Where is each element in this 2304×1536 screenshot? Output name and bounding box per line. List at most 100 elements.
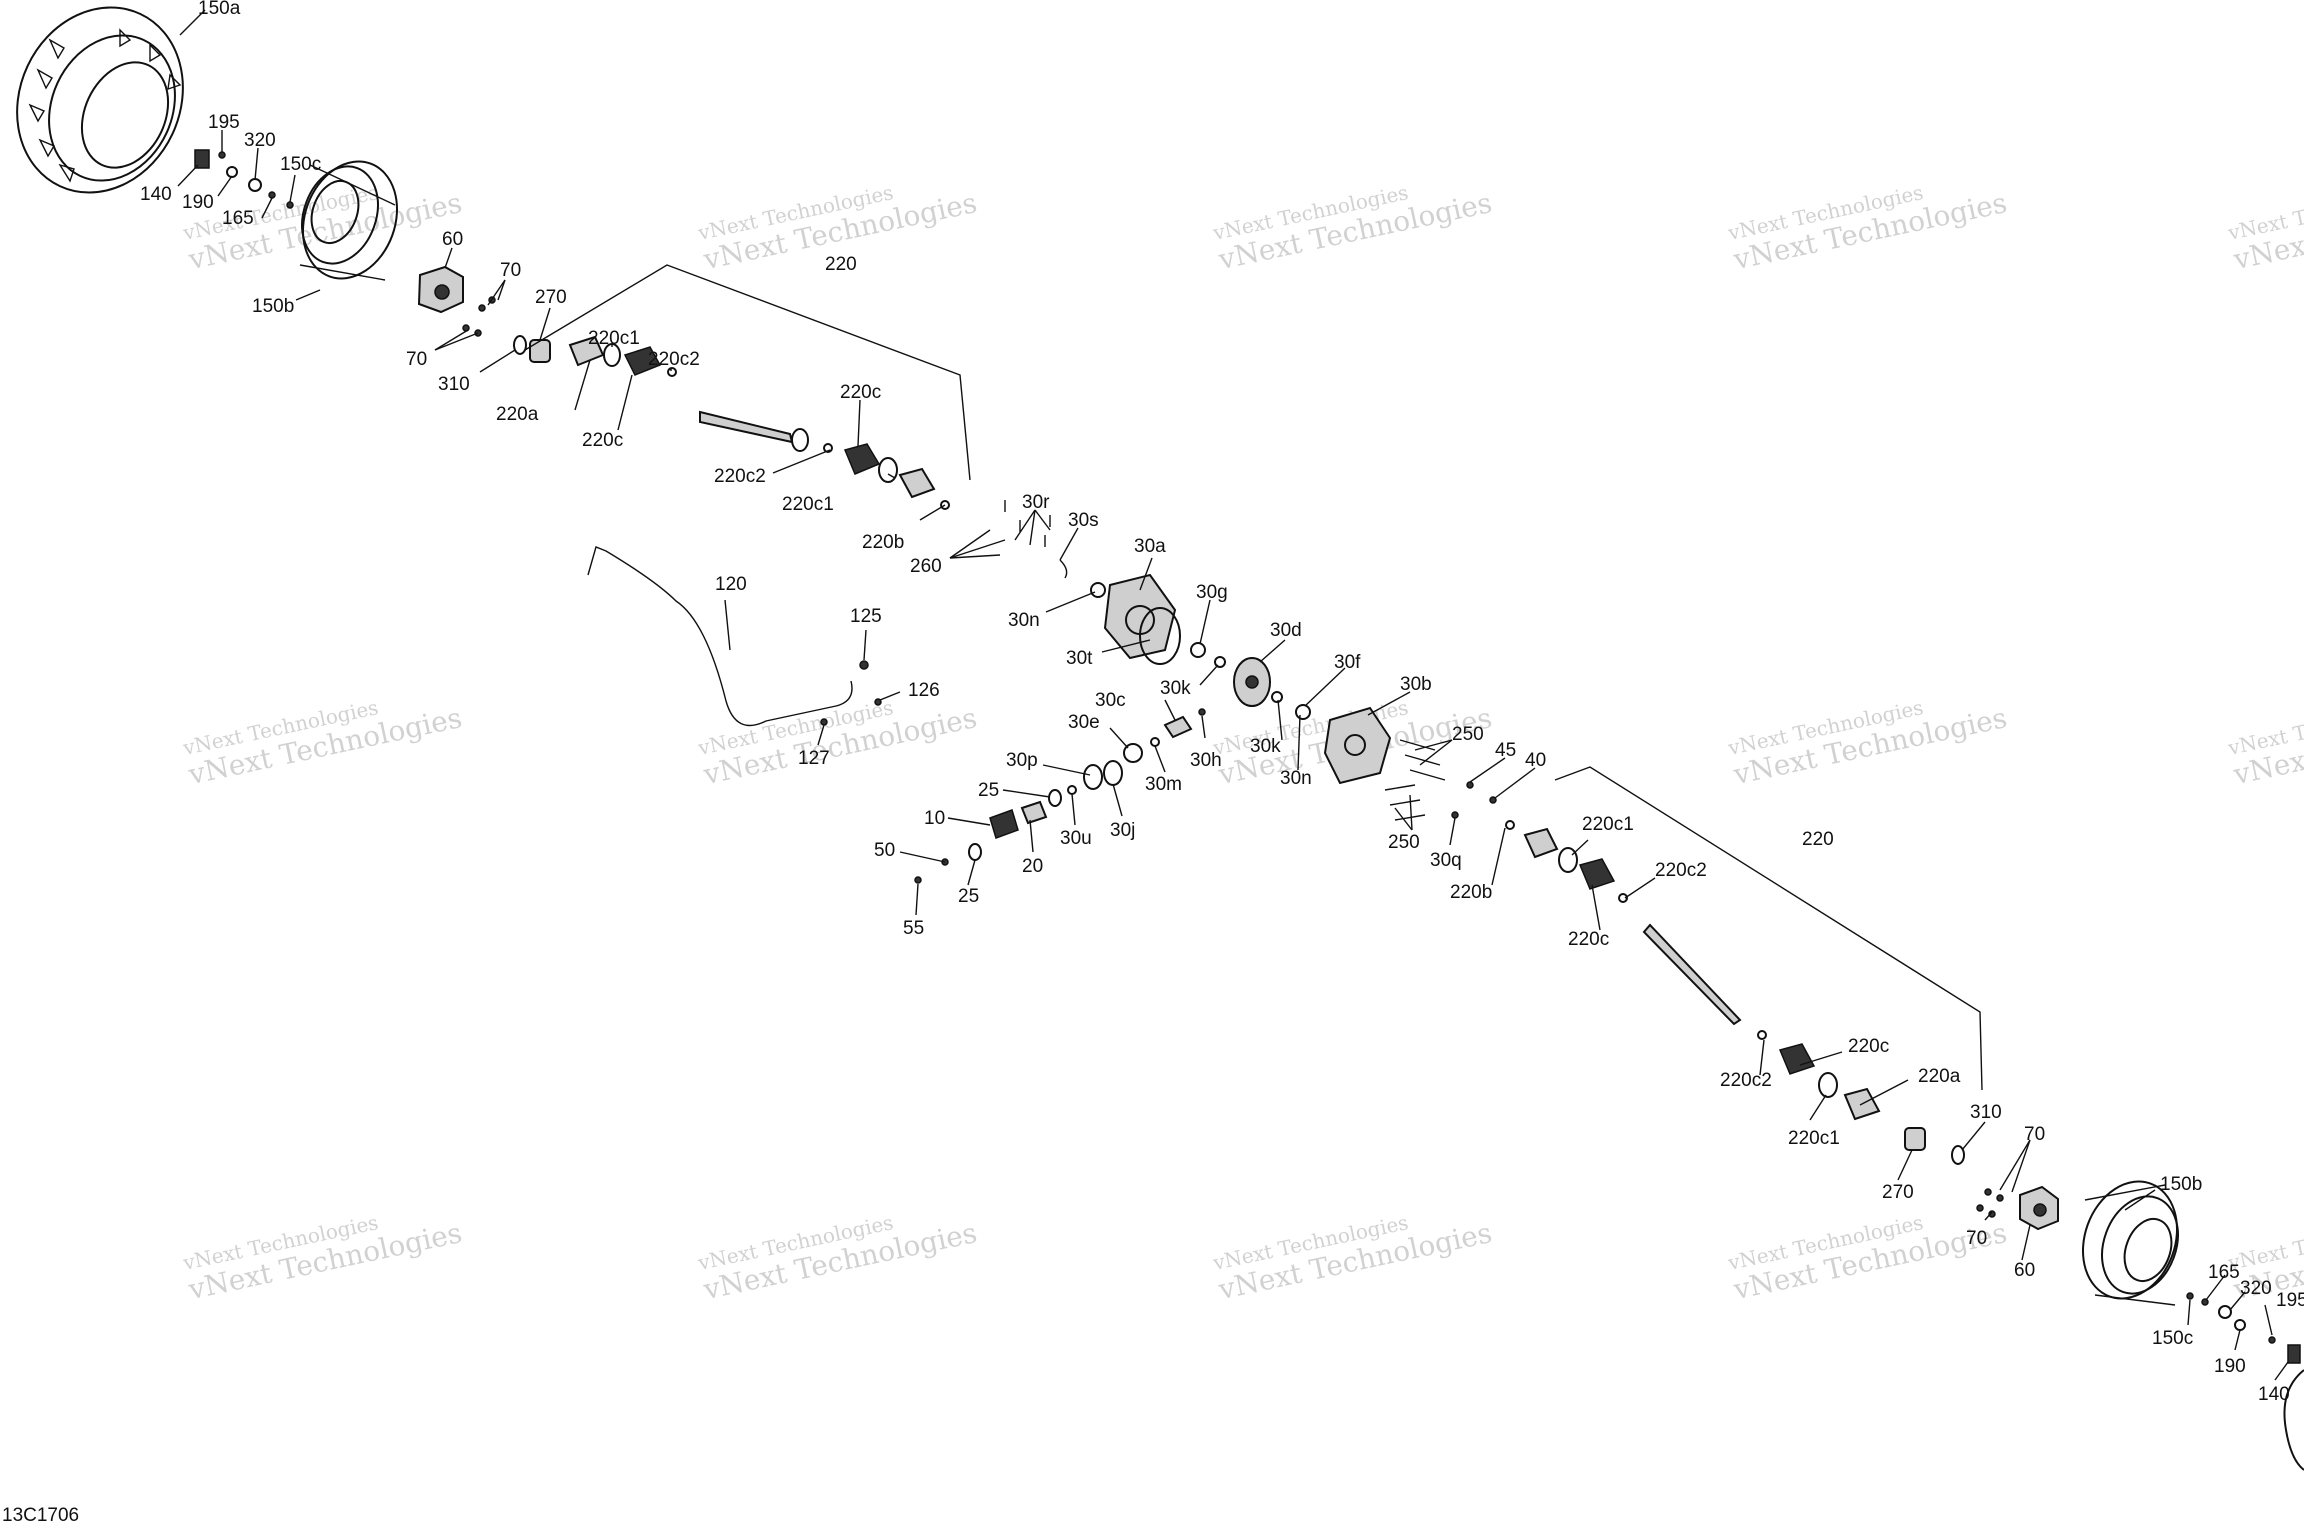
label-30a: 30a (1134, 536, 1166, 557)
label-25-a: 25 (978, 780, 999, 801)
washer-190-bot (2234, 1319, 2246, 1331)
label-30e: 30e (1068, 712, 1100, 733)
label-220b-bot: 220b (1450, 882, 1492, 903)
label-30c: 30c (1095, 690, 1126, 711)
input-shaft-10 (989, 809, 1019, 839)
label-30u: 30u (1060, 828, 1092, 849)
label-30k-a: 30k (1160, 678, 1191, 699)
drive-shaft-bottom (1505, 820, 1926, 1151)
bolts-250-b (1384, 784, 1426, 821)
bolt-70-bot-b (1996, 1194, 2004, 1202)
label-20: 20 (1022, 856, 1043, 877)
clamp-126 (874, 698, 882, 706)
bearing-30g (1190, 642, 1206, 658)
bearing-30f (1295, 704, 1311, 720)
differential-housing-30b (1323, 706, 1392, 785)
label-320-bot: 320 (2240, 1278, 2272, 1299)
spacer-30u (1067, 785, 1077, 795)
drawing-code: 13C1706 (2, 1505, 79, 1526)
hub-bottom-right (2019, 1185, 2059, 1231)
label-126: 126 (908, 680, 940, 701)
label-190-top: 190 (182, 192, 214, 213)
label-220c-top-b: 220c (840, 382, 881, 403)
label-150b-top: 150b (252, 296, 294, 317)
label-220c-bot-b: 220c (1848, 1036, 1889, 1057)
bracket-220-top (524, 264, 971, 481)
lug-nut-140-bot (2287, 1344, 2301, 1364)
ring-310-top (513, 335, 527, 355)
watermark: vNext Technologies vNext Technologies (1210, 1210, 1495, 1306)
label-220c1-bot-a: 220c1 (1582, 814, 1634, 835)
label-70-bot-a: 70 (2024, 1124, 2045, 1145)
watermark: vNext Technologies vNext Technologies (1725, 1210, 2010, 1306)
shim-30k-b (1271, 691, 1283, 703)
label-30n-b: 30n (1280, 768, 1312, 789)
label-70-top-a: 70 (500, 260, 521, 281)
label-70-top-b: 70 (406, 349, 427, 370)
label-30s: 30s (1068, 510, 1099, 531)
label-30h: 30h (1190, 750, 1222, 771)
plug-40 (1489, 796, 1497, 804)
shim-30m (1150, 737, 1160, 747)
label-30m: 30m (1145, 774, 1182, 795)
ring-310-bot (1951, 1145, 1965, 1165)
label-310-top: 310 (438, 374, 470, 395)
label-25-b: 25 (958, 886, 979, 907)
label-30n-a: 30n (1008, 610, 1040, 631)
clamp-125 (859, 660, 869, 670)
label-150c-bot: 150c (2152, 1328, 2193, 1349)
label-50: 50 (874, 840, 895, 861)
watermark: vNext Technologies vNext Technologies (695, 1210, 980, 1306)
label-55: 55 (903, 918, 924, 939)
label-150a-top: 150a (198, 0, 241, 19)
watermark: vNext Technologies vNext Technologies (1725, 180, 2010, 276)
tire-bottom-right-partial (2283, 1369, 2304, 1471)
label-220c2-top-a: 220c2 (648, 349, 700, 370)
label-30d: 30d (1270, 620, 1302, 641)
watermark: vNext Technologies vNext Technologies (1210, 180, 1495, 276)
label-270-top: 270 (535, 287, 567, 308)
pinion-shaft-30c (1163, 715, 1193, 739)
label-220b-top: 220b (862, 532, 904, 553)
label-30b: 30b (1400, 674, 1432, 695)
plug-45 (1466, 781, 1474, 789)
pin-30h (1198, 708, 1206, 716)
label-220-bot: 220 (1802, 829, 1834, 850)
label-195-bot: 195 (2276, 1290, 2304, 1311)
differential-housing-30a (1103, 573, 1177, 660)
label-150b-bot: 150b (2160, 1174, 2202, 1195)
clip-30s (1059, 559, 1068, 579)
watermark: vNext Technologies vNext Technologies (1725, 695, 2010, 791)
label-220c1-bot-b: 220c1 (1788, 1128, 1840, 1149)
label-220c-top-a: 220c (582, 430, 623, 451)
label-60-top: 60 (442, 229, 463, 250)
label-125: 125 (850, 606, 882, 627)
tire-top-left (16, 6, 184, 194)
o-ring-30t (1139, 607, 1181, 665)
washer-190-top (226, 166, 238, 178)
label-260: 260 (910, 556, 942, 577)
o-ring-25-a (1048, 789, 1062, 807)
bolt-70-top-a (478, 304, 486, 312)
bearing-30e (1123, 743, 1143, 763)
label-120: 120 (715, 574, 747, 595)
label-220a-bot: 220a (1918, 1066, 1961, 1087)
label-220c1-top-a: 220c1 (588, 328, 640, 349)
shim-30k-a (1214, 656, 1226, 668)
label-60-bot: 60 (2014, 1260, 2035, 1281)
pin-195-top (218, 151, 226, 159)
label-30q: 30q (1430, 850, 1462, 871)
washer-320-bot (2218, 1305, 2232, 1319)
o-ring-25-b (968, 843, 982, 861)
wheel-rim-top-left (299, 160, 399, 281)
label-250-a: 250 (1452, 724, 1484, 745)
wheel-rim-bottom-right (2081, 1180, 2179, 1306)
pin-150c-top (286, 201, 294, 209)
label-165-top: 165 (222, 208, 254, 229)
label-30f: 30f (1334, 652, 1361, 673)
label-30t: 30t (1066, 648, 1093, 669)
bolt-set-30r (1004, 500, 1051, 547)
label-30k-b: 30k (1250, 736, 1281, 757)
watermark-layer: vNext Technologies vNext Technologies vN… (180, 180, 2304, 1306)
breather-tube-120 (587, 546, 853, 727)
